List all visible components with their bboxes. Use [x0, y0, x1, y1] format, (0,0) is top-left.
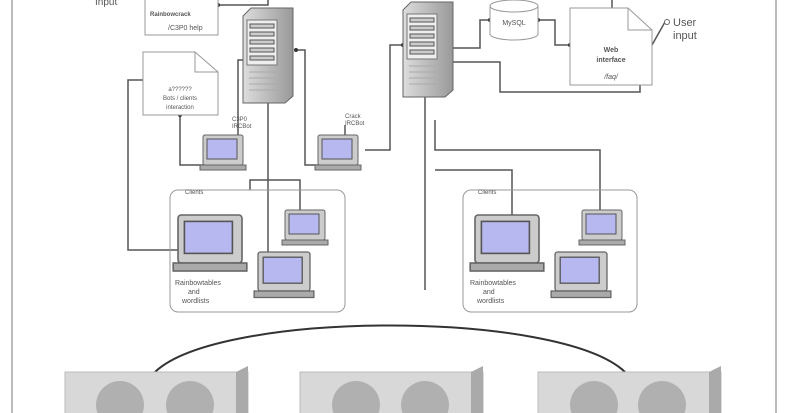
mysql-database: MySQL: [489, 0, 539, 41]
svg-text:Clients: Clients: [478, 190, 496, 196]
input-label: Input: [95, 0, 117, 8]
svg-text:interface: interface: [596, 57, 625, 64]
storage-unit-3: [537, 366, 722, 413]
rainbowcrack-document: Rainbowcrack /C3P0 help: [144, 0, 219, 36]
storage-unit-1: [64, 366, 249, 413]
svg-text:/faq/: /faq/: [603, 74, 619, 81]
crack-label: Crack: [345, 114, 362, 120]
user-input-label: User: [673, 17, 697, 29]
svg-text:input: input: [673, 30, 697, 42]
svg-text:wordlists: wordlists: [181, 298, 210, 305]
svg-text:Rainbowcrack: Rainbowcrack: [150, 12, 191, 18]
network-arc: [154, 324, 626, 373]
crack-server: [402, 1, 454, 98]
svg-text:Rainbowtables: Rainbowtables: [470, 280, 516, 287]
c3p0-label: C3P0: [232, 117, 248, 123]
svg-text:Bots / clients: Bots / clients: [163, 96, 197, 102]
svg-text:interaction: interaction: [166, 105, 194, 111]
svg-text:Web: Web: [604, 47, 619, 54]
svg-text:and: and: [483, 289, 495, 296]
c3p0-server: [242, 7, 294, 104]
svg-text:wordlists: wordlists: [476, 298, 505, 305]
c3p0-monitor: [199, 134, 247, 171]
svg-text:/C3P0 help: /C3P0 help: [168, 25, 203, 32]
connectors: [127, 0, 666, 290]
storage-unit-2: [299, 366, 484, 413]
svg-text:and: and: [188, 289, 200, 296]
bots-document: a?????? Bots / clients interaction: [142, 51, 219, 116]
clients-group-left: Clients Rainbowtables and wordlists: [169, 189, 346, 313]
svg-text:IRCBot: IRCBot: [345, 121, 365, 127]
crack-monitor: [314, 134, 362, 171]
svg-text:Rainbowtables: Rainbowtables: [175, 280, 221, 287]
web-interface-document: Web interface /faq/: [569, 7, 653, 86]
clients-group-right: Clients Rainbowtables and wordlists: [462, 189, 638, 313]
svg-text:a??????: a??????: [168, 87, 192, 93]
svg-text:IRCBot: IRCBot: [232, 124, 252, 130]
svg-text:MySQL: MySQL: [502, 20, 525, 27]
svg-text:Clients: Clients: [185, 190, 203, 196]
